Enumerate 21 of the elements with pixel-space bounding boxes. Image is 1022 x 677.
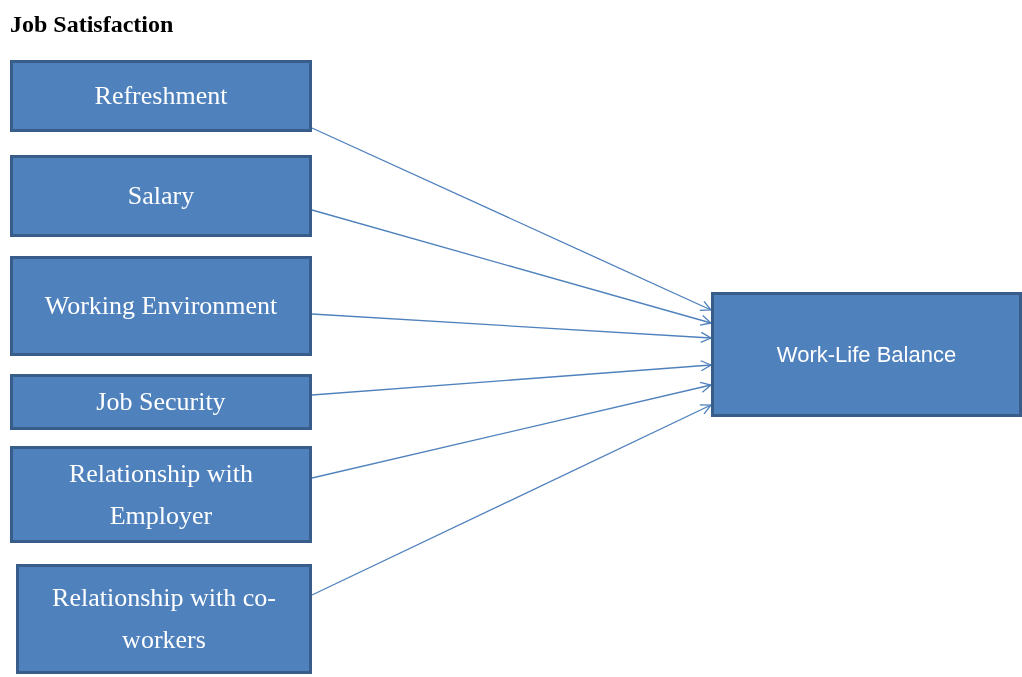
factor-box bbox=[10, 256, 312, 356]
box-label: Relationship with Employer bbox=[67, 457, 255, 532]
arrow bbox=[311, 313, 712, 344]
factor-box bbox=[711, 292, 1022, 417]
diagram-title: Job Satisfaction bbox=[10, 10, 174, 39]
box-label: Job Security bbox=[96, 386, 226, 419]
arrow bbox=[311, 127, 712, 312]
box-label: Relationship with co-workers bbox=[51, 582, 277, 656]
box-label: Work-Life Balance bbox=[776, 341, 957, 369]
arrow bbox=[311, 381, 712, 479]
arrow bbox=[311, 360, 712, 396]
box-label: Salary bbox=[127, 180, 195, 213]
factor-box bbox=[10, 60, 312, 132]
box-label: Refreshment bbox=[94, 80, 228, 113]
factor-box bbox=[10, 446, 312, 543]
factor-box bbox=[10, 374, 312, 430]
box-label: Working Environment bbox=[44, 290, 278, 323]
factor-box bbox=[10, 155, 312, 237]
arrow bbox=[311, 209, 712, 326]
arrow bbox=[311, 404, 712, 596]
factor-box bbox=[16, 564, 312, 674]
